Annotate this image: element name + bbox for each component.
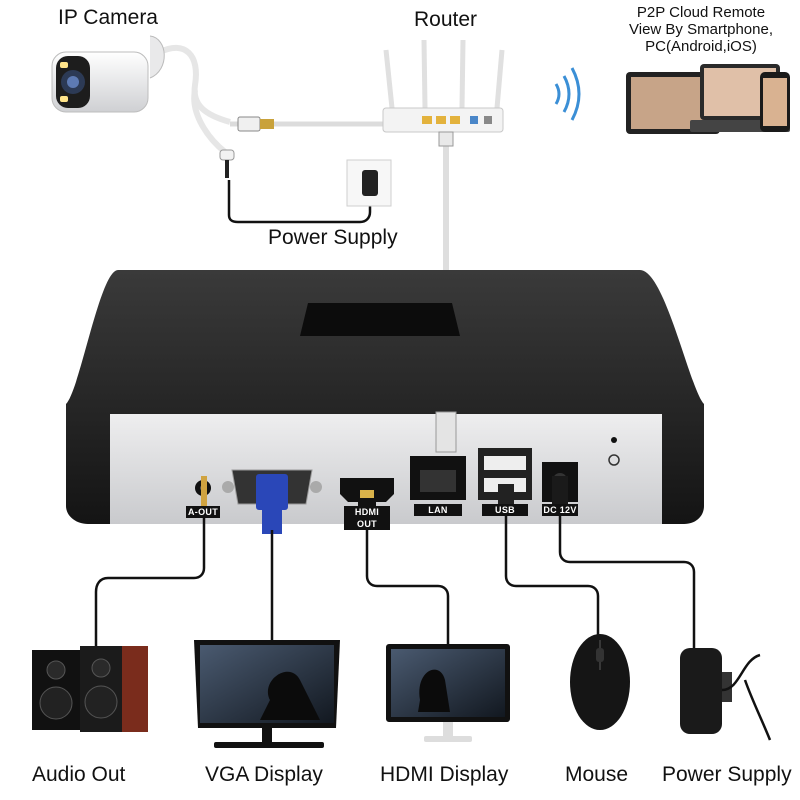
device-label-mouse: Mouse <box>565 763 629 786</box>
nvr-box <box>66 270 704 524</box>
hdmi-cable <box>365 516 450 645</box>
p2p-label: P2P Cloud Remote View By Smartphone, PC(… <box>606 4 796 55</box>
router-icon <box>382 39 505 133</box>
device-label-power: Power Supply <box>662 763 792 786</box>
vga-monitor-icon <box>194 640 340 748</box>
port-label-dc: DC 12V <box>542 504 578 516</box>
power-supply-top-label: Power Supply <box>268 226 398 249</box>
ip-camera-label: IP Camera <box>58 6 158 29</box>
p2p-label-line3: PC(Android,iOS) <box>645 38 757 55</box>
mouse-icon <box>570 634 630 730</box>
hdmi-monitor-icon <box>386 644 510 742</box>
camera-cable <box>158 44 231 125</box>
device-label-hdmi: HDMI Display <box>380 763 509 786</box>
p2p-label-line1: P2P Cloud Remote <box>636 4 766 21</box>
usb-cable <box>504 512 600 640</box>
port-label-hdmi: HDMI OUT <box>344 506 390 530</box>
device-label-audio: Audio Out <box>32 763 126 786</box>
device-label-vga: VGA Display <box>205 763 323 786</box>
speakers-icon <box>32 646 148 732</box>
audio-cable <box>94 508 206 650</box>
router-label: Router <box>414 8 478 31</box>
power-cable-top <box>227 180 372 224</box>
wifi-icon <box>554 67 581 121</box>
remote-devices-icon <box>626 64 790 134</box>
port-label-usb: USB <box>482 504 528 516</box>
power-adapter-icon <box>680 648 772 741</box>
p2p-label-line2: View By Smartphone, <box>629 21 773 38</box>
port-label-lan: LAN <box>414 504 462 516</box>
port-label-audio: A-OUT <box>186 506 220 518</box>
dc-cable <box>558 508 696 650</box>
ip-camera-icon <box>51 35 165 113</box>
